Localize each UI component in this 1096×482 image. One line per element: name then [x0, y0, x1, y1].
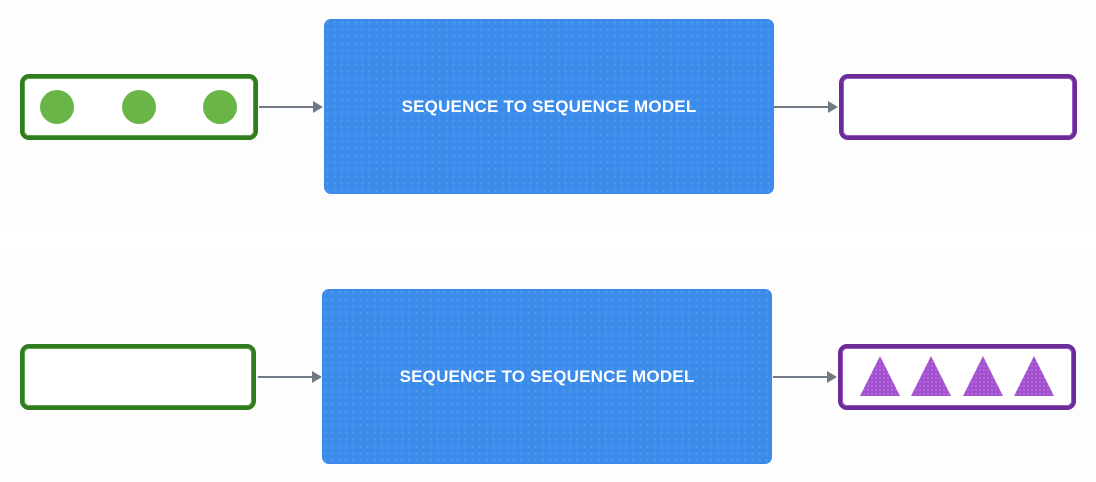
input-token-circle-icon — [203, 90, 237, 124]
row-1-input-sequence — [20, 74, 258, 140]
row-2-output-arrow — [773, 371, 837, 383]
row-1-input-arrow — [259, 101, 323, 113]
output-token-triangle-icon — [1014, 356, 1054, 396]
row-1-output-sequence — [839, 74, 1077, 140]
input-token-circle-icon — [40, 90, 74, 124]
output-token-triangle-icon — [911, 356, 951, 396]
row-1-model-box: SEQUENCE TO SEQUENCE MODEL — [324, 19, 774, 194]
output-token-triangle-icon — [963, 356, 1003, 396]
row-2-model-box: SEQUENCE TO SEQUENCE MODEL — [322, 289, 772, 464]
input-token-circle-icon — [122, 90, 156, 124]
row-2-output-sequence — [838, 344, 1076, 410]
row-1-output-arrow — [774, 101, 838, 113]
output-tokens-svg — [860, 356, 1054, 396]
row-2-input-arrow — [258, 371, 322, 383]
row-2-input-sequence — [20, 344, 256, 410]
row-2-model-label: SEQUENCE TO SEQUENCE MODEL — [399, 366, 695, 386]
output-token-triangle-icon — [860, 356, 900, 396]
row-1-model-label: SEQUENCE TO SEQUENCE MODEL — [401, 96, 697, 116]
